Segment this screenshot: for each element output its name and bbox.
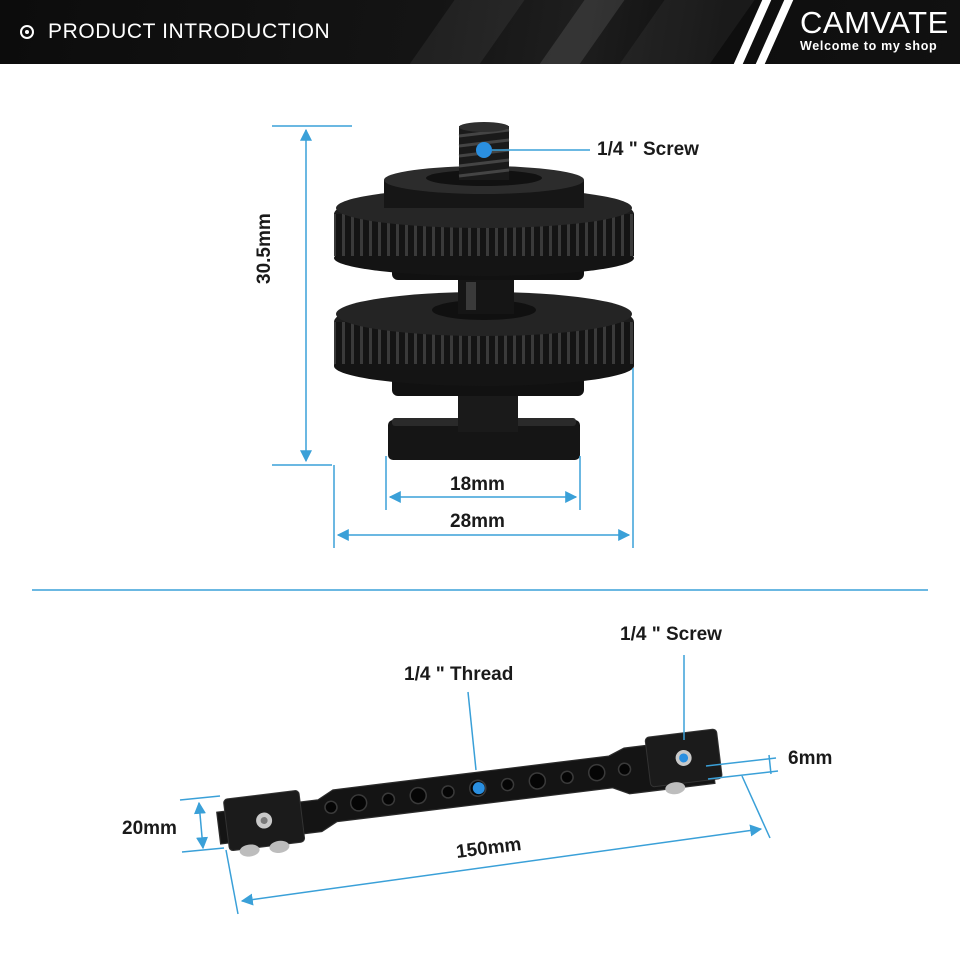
bottom-screw-label: 1/4 " Screw [620,624,722,645]
base-width-label: 18mm [450,474,505,495]
section-title-text: PRODUCT INTRODUCTION [48,20,331,43]
product-drawing [32,122,928,915]
thread-label: 1/4 " Thread [404,664,514,685]
thread-callout-dot [472,782,485,795]
top-screw-label: 1/4 " Screw [597,139,699,160]
top-dimension-lines [272,125,634,548]
height-label: 30.5mm [254,213,275,284]
shoe-mount-adapter [334,122,634,460]
total-width-label: 28mm [450,511,505,532]
thickness-label: 6mm [788,748,833,769]
target-icon [20,25,34,39]
width-label: 20mm [122,818,177,839]
brand-logo: CAMVATE Welcome to my shop [800,5,949,54]
section-title: PRODUCT INTRODUCTION [20,0,330,64]
brand-tagline: Welcome to my shop [800,39,938,53]
header-banner: PRODUCT INTRODUCTION CAMVATE Welcome to … [0,0,960,64]
screw-callout-dot [476,142,492,158]
cold-shoe-plate [388,420,580,460]
brand-name: CAMVATE [800,5,949,40]
bottom-dimension-lines [179,655,779,915]
